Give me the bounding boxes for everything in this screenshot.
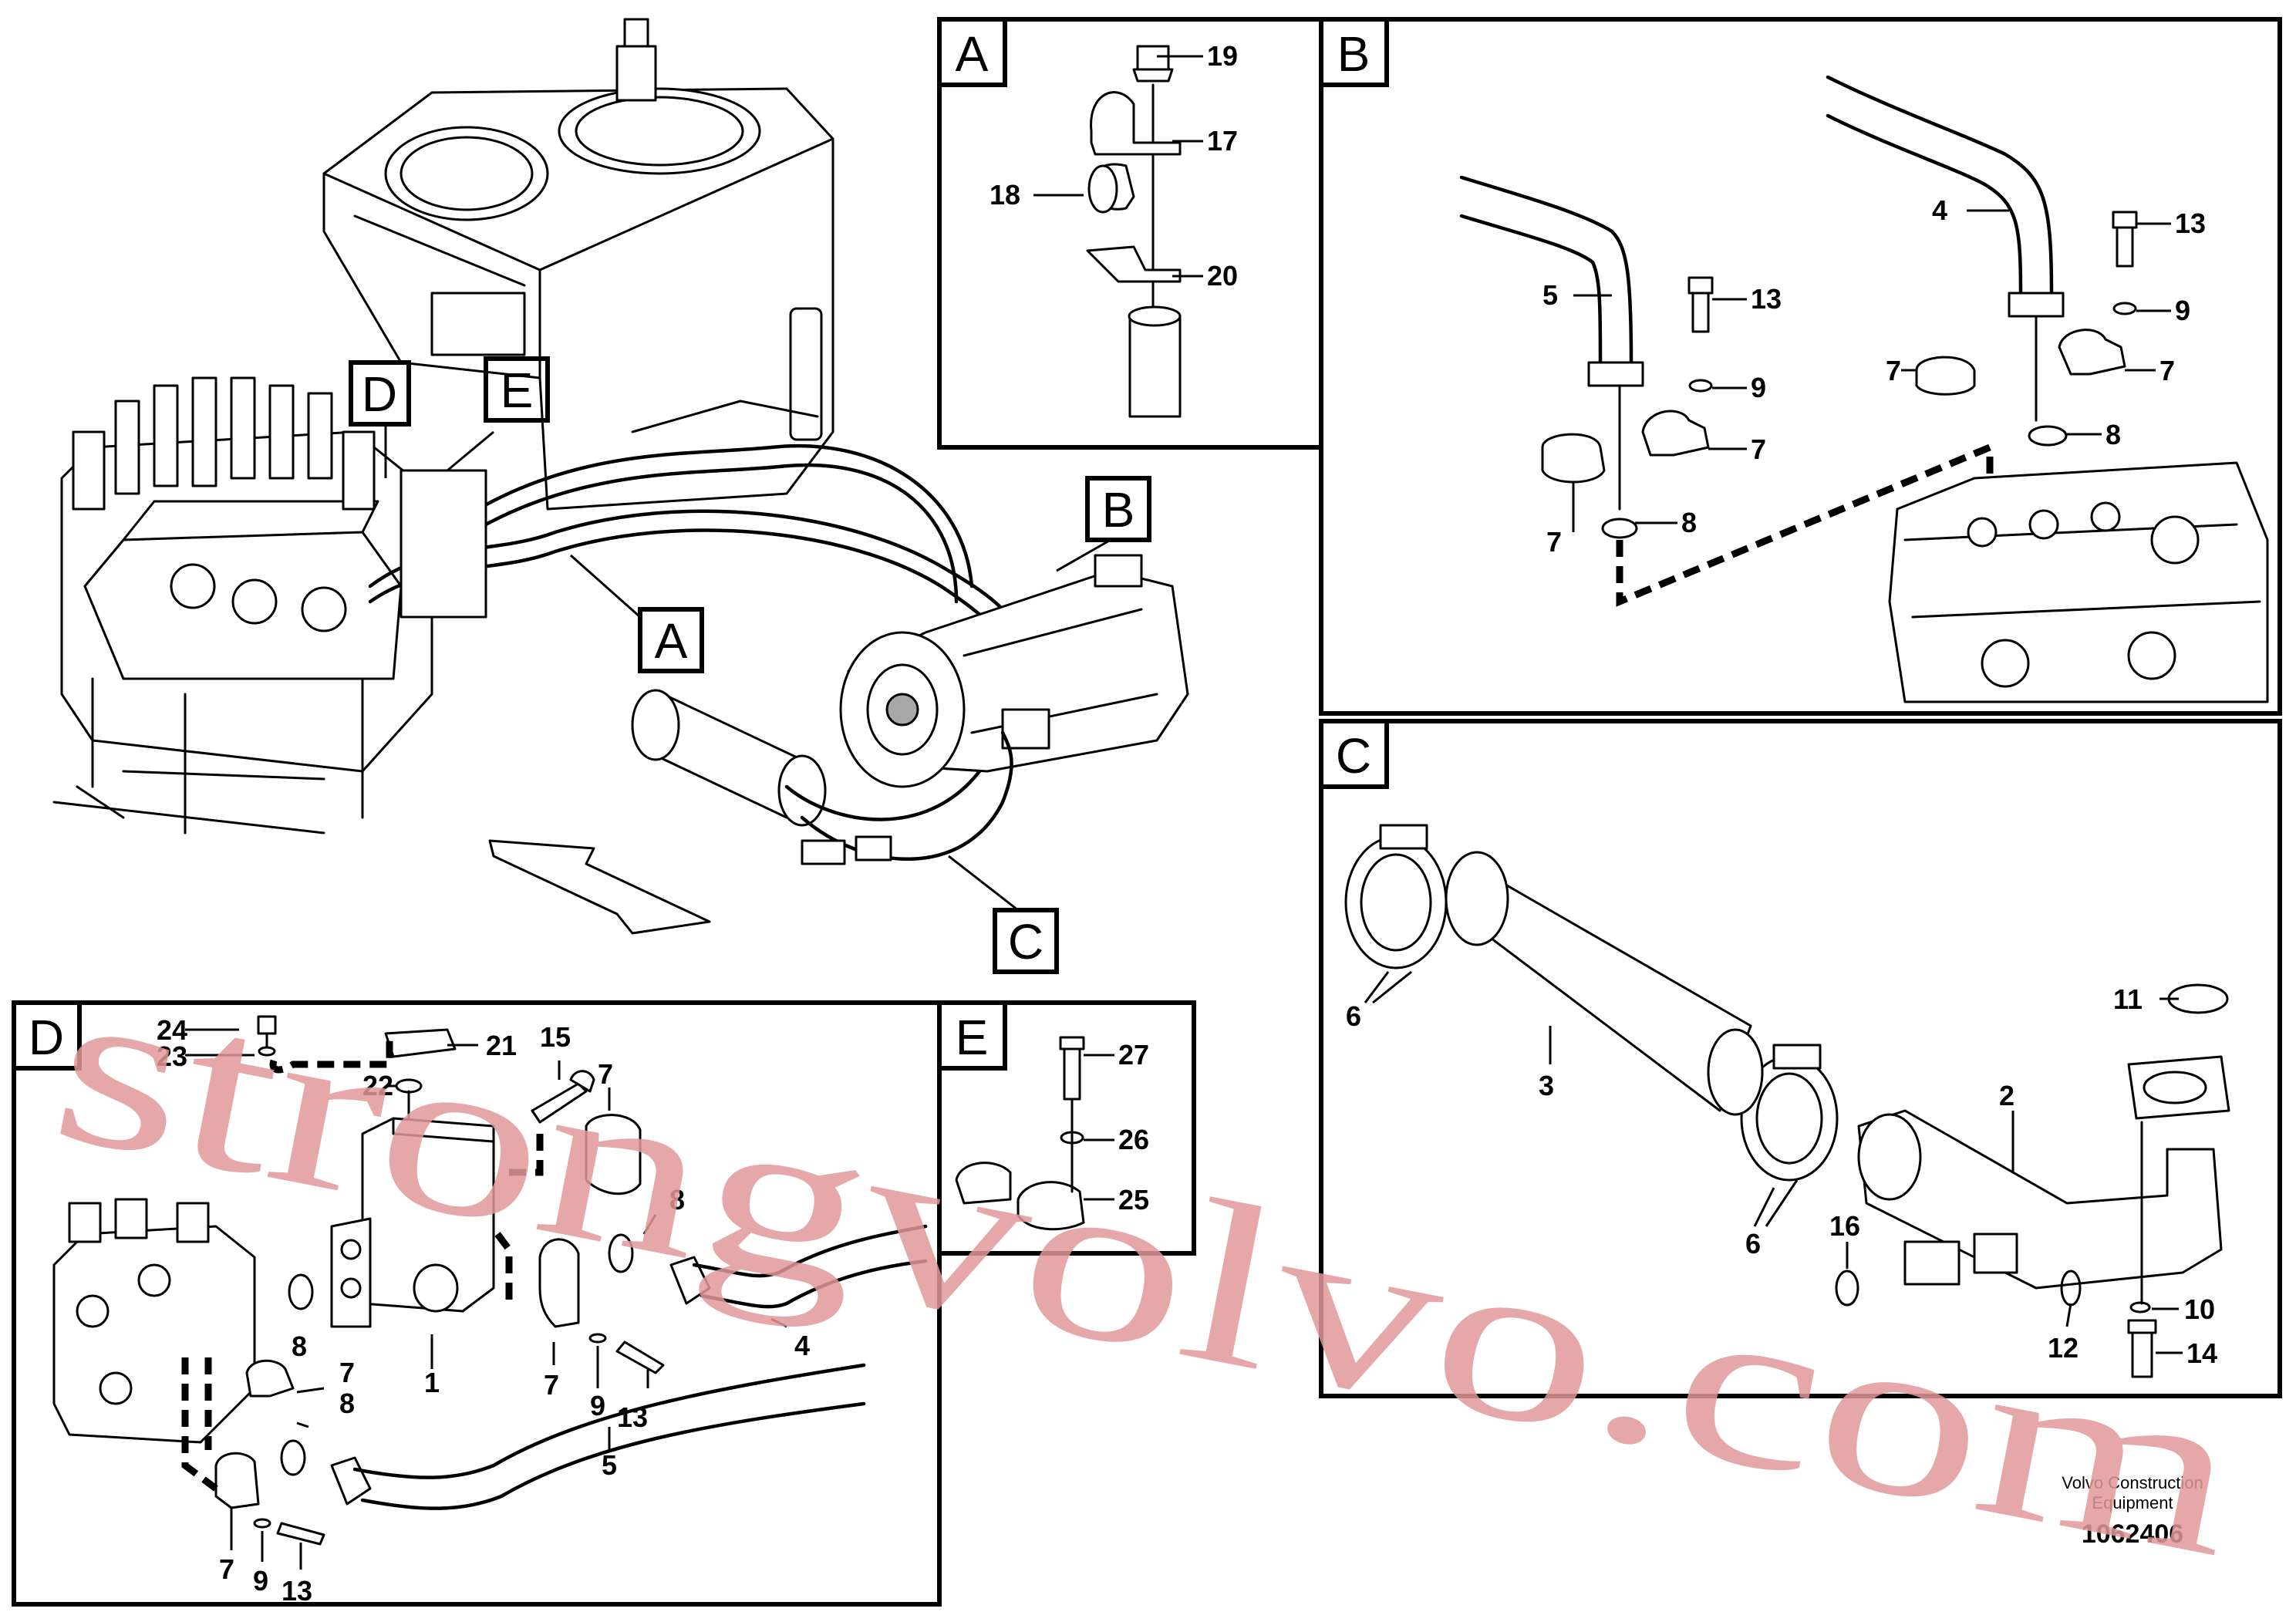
part-4: 4 xyxy=(1932,194,1947,226)
part-15: 15 xyxy=(540,1021,571,1053)
part-4: 4 xyxy=(794,1330,810,1361)
part-9: 9 xyxy=(2175,295,2190,326)
part-3: 3 xyxy=(1539,1070,1554,1101)
main-assembly-view xyxy=(52,18,1189,935)
part-14: 14 xyxy=(2186,1337,2217,1369)
panel-b: B xyxy=(1319,17,2282,716)
part-6: 6 xyxy=(1346,1000,1361,1032)
part-17: 17 xyxy=(1207,125,1238,157)
callout-e: E xyxy=(501,363,534,418)
panel-c: C xyxy=(1319,719,2282,1398)
title-block: Volvo Construction Equipment 1062406 xyxy=(2062,1473,2203,1549)
part-7: 7 xyxy=(1751,433,1766,465)
callout-b: B xyxy=(1102,482,1135,538)
block-e-main xyxy=(400,469,487,619)
part-20: 20 xyxy=(1207,260,1238,292)
part-8: 8 xyxy=(669,1184,685,1216)
part-6: 6 xyxy=(1745,1228,1761,1259)
panel-b-title: B xyxy=(1337,26,1371,82)
part-19: 19 xyxy=(1207,40,1238,72)
part-7: 7 xyxy=(544,1369,559,1401)
callout-d: D xyxy=(362,366,397,422)
part-18: 18 xyxy=(990,179,1020,211)
part-21: 21 xyxy=(486,1030,517,1061)
part-27: 27 xyxy=(1118,1039,1149,1071)
part-7: 7 xyxy=(1886,355,1901,386)
control-valve xyxy=(52,376,433,835)
part-7: 7 xyxy=(339,1357,355,1388)
part-11: 11 xyxy=(2113,983,2143,1015)
part-13: 13 xyxy=(2175,207,2206,239)
part-23: 23 xyxy=(157,1040,187,1072)
part-13: 13 xyxy=(617,1401,648,1433)
hydraulic-tank xyxy=(322,18,834,511)
part-5: 5 xyxy=(602,1449,617,1481)
part-8: 8 xyxy=(1681,507,1697,538)
maker-line-2: Equipment xyxy=(2092,1493,2173,1512)
hydraulic-pump xyxy=(839,554,1189,788)
part-7: 7 xyxy=(1546,526,1562,558)
part-1: 1 xyxy=(424,1367,440,1398)
part-7: 7 xyxy=(2159,355,2175,386)
drawing-number: 1062406 xyxy=(2082,1519,2183,1549)
part-12: 12 xyxy=(2048,1332,2079,1364)
part-2: 2 xyxy=(1999,1080,2014,1111)
suction-pipe xyxy=(631,689,1013,865)
part-9: 9 xyxy=(590,1390,605,1421)
direction-arrow xyxy=(488,839,711,935)
part-7: 7 xyxy=(219,1553,234,1585)
part-8: 8 xyxy=(2106,419,2121,450)
panel-a-title: A xyxy=(956,26,989,82)
part-8: 8 xyxy=(292,1330,307,1362)
part-10: 10 xyxy=(2184,1293,2215,1325)
panel-e-title: E xyxy=(956,1010,989,1065)
panel-c-title: C xyxy=(1336,728,1371,784)
part-9: 9 xyxy=(253,1565,268,1597)
panel-d: D xyxy=(12,1000,942,1607)
panel-a: A 19 17 18 20 xyxy=(937,17,1323,450)
part-24: 24 xyxy=(157,1014,187,1046)
part-13: 13 xyxy=(282,1575,312,1607)
part-8: 8 xyxy=(339,1388,355,1419)
callout-c: C xyxy=(1008,914,1043,969)
part-22: 22 xyxy=(362,1070,393,1101)
callout-a: A xyxy=(655,613,688,669)
panel-e: E 27 26 25 xyxy=(937,1000,1196,1256)
part-7: 7 xyxy=(598,1058,613,1090)
panel-d-title: D xyxy=(29,1010,64,1065)
main-callouts: D E A B C xyxy=(349,356,1151,974)
part-13: 13 xyxy=(1751,283,1782,315)
part-25: 25 xyxy=(1118,1184,1149,1216)
part-26: 26 xyxy=(1118,1124,1149,1155)
part-16: 16 xyxy=(1829,1210,1860,1242)
maker-line-1: Volvo Construction xyxy=(2062,1473,2203,1492)
part-5: 5 xyxy=(1542,279,1558,311)
part-9: 9 xyxy=(1751,372,1766,403)
